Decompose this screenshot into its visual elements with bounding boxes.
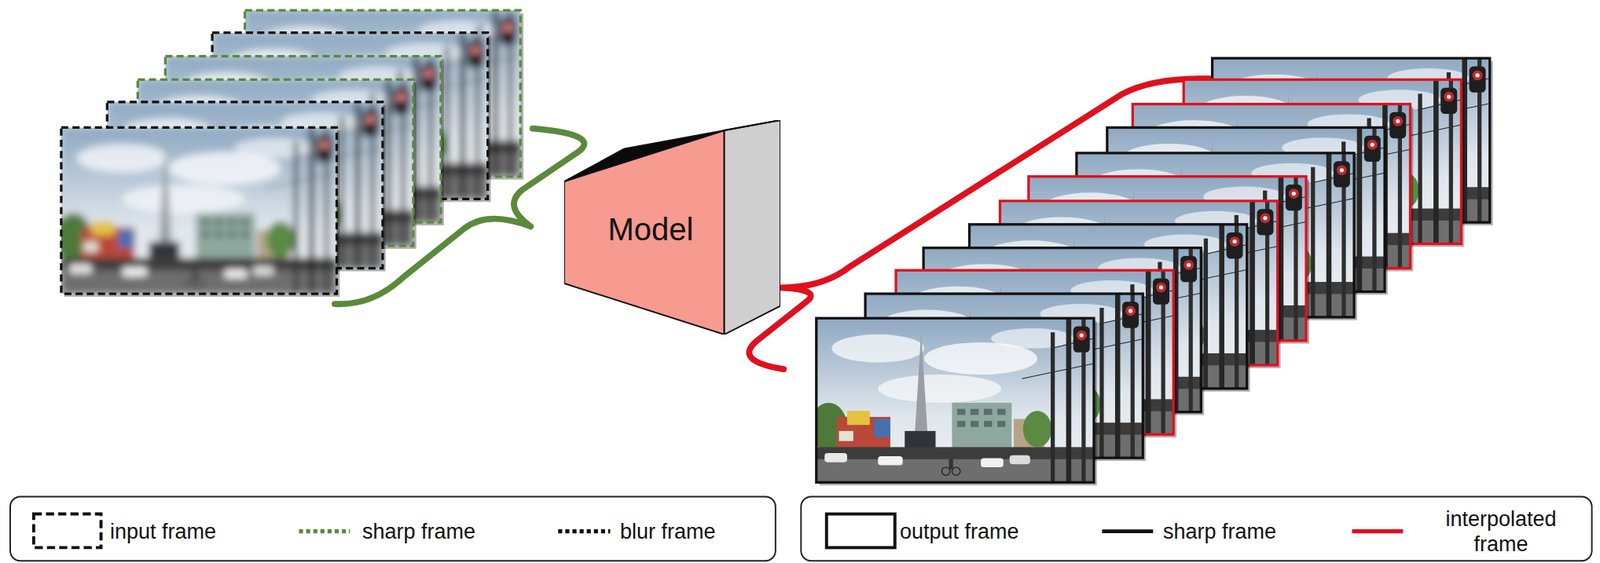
legend-panel — [10, 496, 1593, 562]
red-line-sample — [1351, 529, 1403, 534]
legend-label: output frame — [899, 519, 1020, 545]
model-block: Model — [564, 120, 781, 335]
model-face — [564, 120, 781, 182]
output-frame-stack — [810, 58, 1494, 486]
legend-label: blur frame — [620, 519, 716, 545]
input-frame-stack — [55, 10, 524, 298]
black-line-sample — [1101, 529, 1153, 534]
dashed-box-sample — [33, 514, 102, 549]
legend-label: sharp frame — [362, 519, 476, 545]
legend-label: interpolated frame — [1430, 506, 1572, 558]
input-frame — [55, 127, 340, 298]
block-label: Model — [608, 212, 694, 248]
output-frame — [810, 318, 1098, 486]
legend-label: sharp frame — [1163, 519, 1277, 545]
model-face — [724, 120, 781, 335]
model-face — [564, 130, 725, 335]
solid-box-sample — [826, 514, 896, 549]
green-dotted-sample — [298, 529, 350, 534]
input-brace — [334, 128, 584, 305]
legend-label: input frame — [110, 519, 217, 545]
black-dotted-sample — [557, 529, 610, 534]
